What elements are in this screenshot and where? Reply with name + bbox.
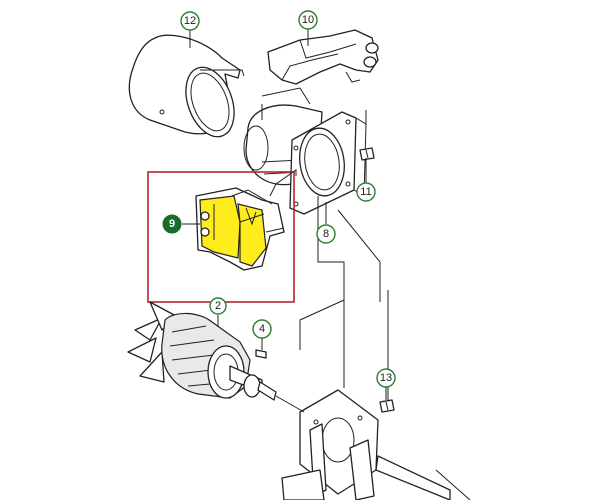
callout-8[interactable]: 8 [316, 224, 336, 244]
part-10-bracket[interactable] [267, 29, 379, 85]
callout-leaders [182, 29, 387, 400]
callout-4[interactable]: 4 [252, 319, 272, 339]
callout-12[interactable]: 12 [180, 11, 200, 31]
callout-11[interactable]: 11 [356, 182, 376, 202]
callout-8-label: 8 [323, 228, 329, 240]
callout-10[interactable]: 10 [298, 10, 318, 30]
callout-9-label: 9 [169, 218, 175, 230]
part-4-key[interactable] [255, 349, 267, 359]
callout-13[interactable]: 13 [376, 368, 396, 388]
part-2-motor[interactable] [127, 301, 277, 401]
callout-11-label: 11 [360, 186, 371, 198]
part-13-screw[interactable] [379, 399, 395, 413]
callout-12-label: 12 [184, 15, 196, 27]
callout-4-label: 4 [259, 323, 265, 335]
callout-9-selected[interactable]: 9 [162, 214, 182, 234]
callout-10-label: 10 [302, 14, 314, 26]
part-12-sleeve[interactable] [128, 34, 245, 143]
callout-13-label: 13 [380, 372, 392, 384]
mounting-frame[interactable] [281, 389, 451, 500]
callout-2[interactable]: 2 [209, 297, 227, 315]
part-11-screw[interactable] [359, 147, 375, 161]
callout-2-label: 2 [215, 300, 221, 312]
part-9-highlighted-bracket[interactable] [195, 187, 285, 271]
